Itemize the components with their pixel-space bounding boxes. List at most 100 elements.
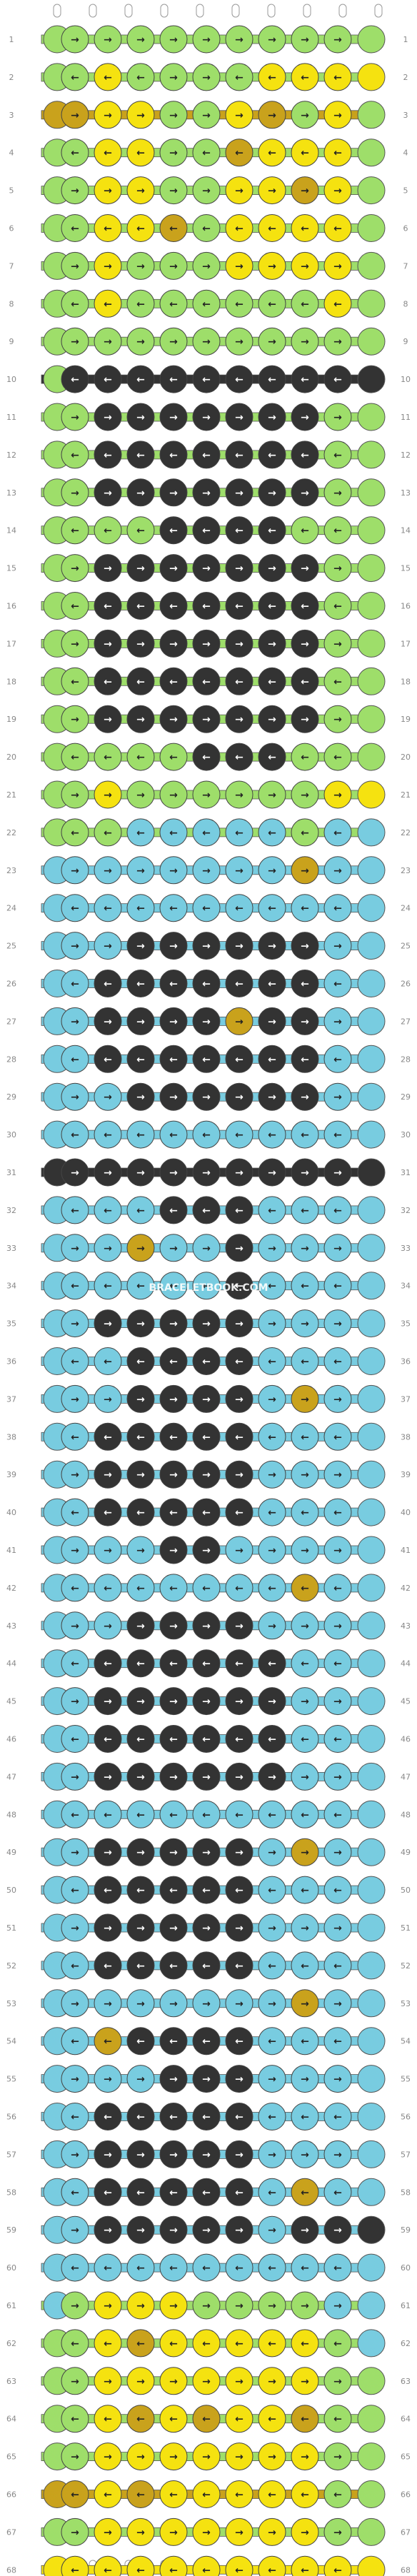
arrow-right-icon: → xyxy=(268,1998,276,2010)
knot xyxy=(258,63,286,91)
arrow-right-icon: → xyxy=(202,1469,211,1481)
knot xyxy=(323,1196,352,1224)
knot xyxy=(323,1498,352,1526)
knot xyxy=(94,1045,122,1073)
arrow-right-icon: → xyxy=(268,790,276,801)
knot xyxy=(126,1951,155,1980)
knot xyxy=(159,1045,188,1073)
arrow-left-icon: ← xyxy=(71,72,79,84)
row-number-right: 63 xyxy=(401,2377,411,2386)
knot xyxy=(291,2329,319,2358)
arrow-right-icon: → xyxy=(104,714,112,725)
arrow-left-icon: ← xyxy=(301,1357,309,1368)
arrow-left-icon: ← xyxy=(136,2338,145,2350)
knot xyxy=(291,2405,319,2433)
knot xyxy=(94,1234,122,1262)
arrow-right-icon: → xyxy=(169,1469,178,1481)
arrow-left-icon: ← xyxy=(104,1885,112,1896)
arrow-left-icon: ← xyxy=(268,1281,276,1292)
knot xyxy=(258,441,286,469)
knot xyxy=(126,743,155,771)
row-number-right: 37 xyxy=(401,1394,411,1404)
knot xyxy=(126,1272,155,1300)
knot xyxy=(126,1800,155,1828)
knot xyxy=(291,2178,319,2206)
arrow-right-icon: → xyxy=(202,1016,211,1027)
arrow-right-icon: → xyxy=(136,1696,145,1708)
arrow-left-icon: ← xyxy=(104,223,112,235)
arrow-left-icon: ← xyxy=(169,1809,178,1821)
arrow-left-icon: ← xyxy=(136,374,145,386)
arrow-left-icon: ← xyxy=(301,2112,309,2123)
knot xyxy=(291,2442,319,2471)
arrow-left-icon: ← xyxy=(136,148,145,159)
knot xyxy=(258,1158,286,1187)
knot xyxy=(94,780,122,809)
knot xyxy=(323,2367,352,2395)
arrow-left-icon: ← xyxy=(71,2187,79,2198)
edge-knot-right xyxy=(357,214,386,242)
knot xyxy=(291,629,319,658)
arrow-right-icon: → xyxy=(71,412,79,423)
knot xyxy=(258,1800,286,1828)
arrow-right-icon: → xyxy=(268,1923,276,1934)
row-number-left: 26 xyxy=(6,980,16,989)
knot xyxy=(192,327,221,356)
knot xyxy=(61,970,89,997)
arrow-right-icon: → xyxy=(104,1319,112,1330)
arrow-right-icon: → xyxy=(235,1545,243,1556)
knot xyxy=(258,1045,286,1073)
arrow-left-icon: ← xyxy=(71,1583,79,1594)
arrow-left-icon: ← xyxy=(202,1281,211,1292)
knot xyxy=(159,25,188,54)
knot xyxy=(159,1460,188,1489)
knot xyxy=(291,1234,319,1262)
arrow-left-icon: ← xyxy=(235,1432,243,1443)
arrow-left-icon: ← xyxy=(169,827,178,839)
knot xyxy=(291,705,319,733)
row-number-right: 1 xyxy=(403,35,408,44)
edge-knot-right xyxy=(357,1309,386,1338)
arrow-right-icon: → xyxy=(301,1092,309,1103)
arrow-right-icon: → xyxy=(235,1092,243,1103)
knot xyxy=(192,629,221,658)
knot xyxy=(94,63,122,91)
row-number-right: 40 xyxy=(401,1508,411,1517)
row-number-left: 11 xyxy=(6,413,16,422)
knot xyxy=(323,1309,352,1338)
arrow-right-icon: → xyxy=(268,2225,276,2236)
knot xyxy=(61,2027,89,2056)
row-number-left: 55 xyxy=(6,2075,16,2084)
arrow-left-icon: ← xyxy=(169,2112,178,2123)
knot xyxy=(225,1838,253,1866)
arrow-right-icon: → xyxy=(235,186,243,197)
row-number-right: 52 xyxy=(401,1961,411,1971)
knot xyxy=(323,2329,352,2358)
knot xyxy=(159,2367,188,2395)
arrow-left-icon: ← xyxy=(104,1809,112,1821)
knot xyxy=(323,478,352,507)
arrow-left-icon: ← xyxy=(202,2112,211,2123)
knot xyxy=(258,780,286,809)
arrow-left-icon: ← xyxy=(333,1054,342,1065)
knot xyxy=(159,2215,188,2244)
knot xyxy=(291,1838,319,1866)
knot xyxy=(258,2178,286,2206)
arrow-left-icon: ← xyxy=(268,2036,276,2048)
arrow-right-icon: → xyxy=(202,1771,211,1783)
arrow-left-icon: ← xyxy=(71,752,79,763)
knot xyxy=(126,667,155,695)
arrow-left-icon: ← xyxy=(202,979,211,990)
row-number-right: 35 xyxy=(401,1319,411,1329)
arrow-right-icon: → xyxy=(268,2074,276,2086)
arrow-left-icon: ← xyxy=(136,2565,145,2576)
arrow-right-icon: → xyxy=(169,34,178,46)
arrow-right-icon: → xyxy=(71,1923,79,1934)
arrow-right-icon: → xyxy=(71,110,79,121)
knot xyxy=(225,289,253,318)
arrow-right-icon: → xyxy=(333,1545,342,1556)
arrow-right-icon: → xyxy=(333,336,342,348)
row-number-right: 50 xyxy=(401,1886,411,1895)
knot xyxy=(61,101,89,129)
knot xyxy=(94,176,122,205)
